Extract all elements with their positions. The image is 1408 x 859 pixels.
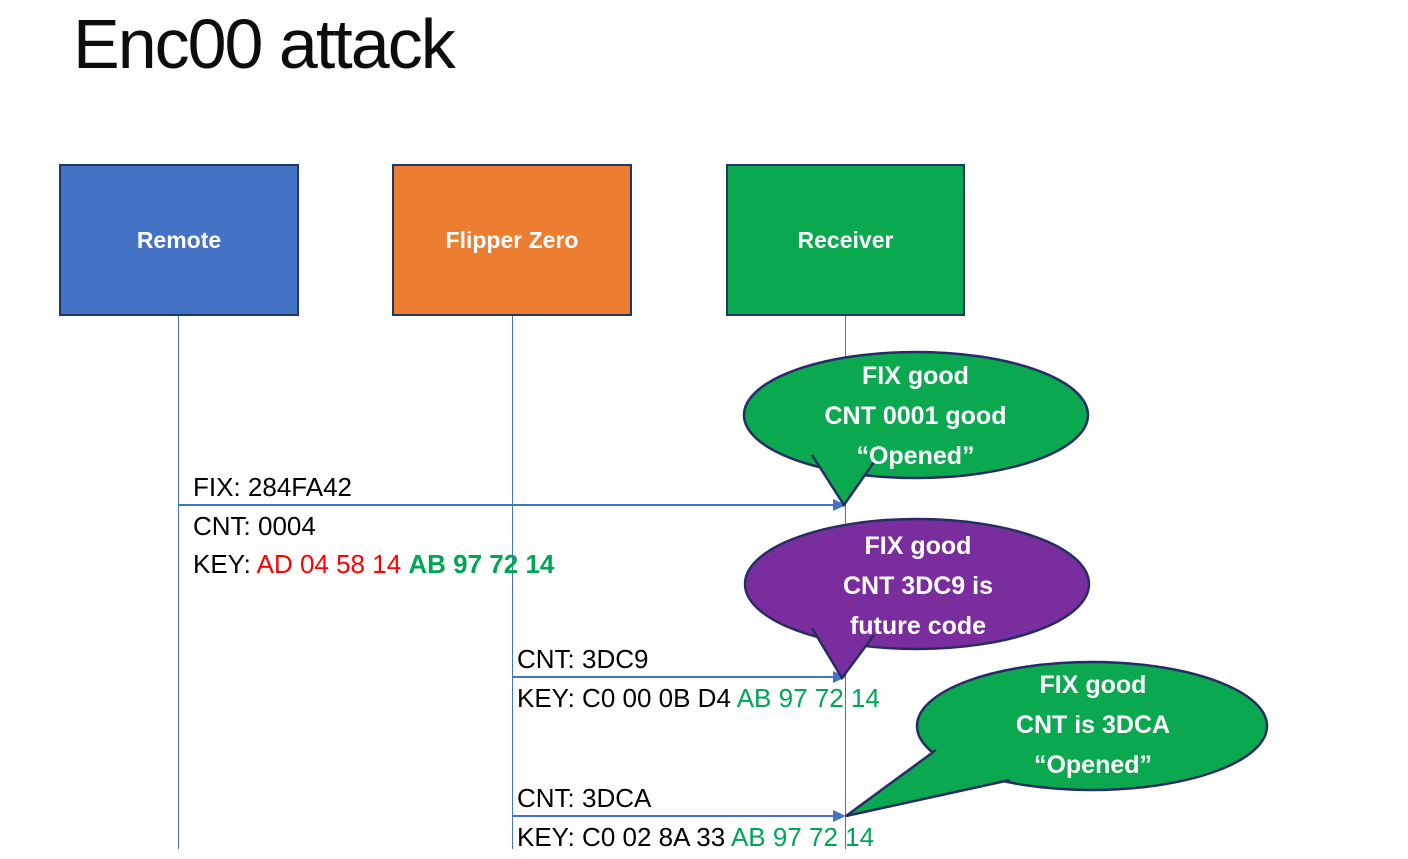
callout-1-line-2: CNT 0001 good [824, 402, 1007, 430]
callout-3-tail [845, 748, 1011, 818]
lifeline-flipper-zero [512, 316, 513, 849]
callout-2-line-3: future code [849, 612, 987, 640]
callout-3-bubble [845, 660, 1269, 818]
message-1-key-label: KEY: AD 04 58 14 AB 97 72 14 [193, 549, 554, 579]
message-3-cnt-label: CNT: 3DCA [517, 783, 652, 813]
message-2-key-black-bytes: C0 00 0B D4 [582, 683, 737, 713]
callout-3-line-3: “Opened” [1033, 751, 1153, 779]
message-2-key-green-bytes: AB 97 72 14 [736, 683, 880, 713]
callout-2-text: FIX good CNT 3DC9 is future code [753, 526, 1083, 646]
message-2-cnt-label: CNT: 3DC9 [517, 644, 649, 674]
callout-3-ellipse [915, 660, 1269, 792]
callout-3-line-2: CNT is 3DCA [1015, 711, 1171, 739]
callout-1-text: FIX good CNT 0001 good “Opened” [753, 356, 1078, 476]
message-1-cnt-label: CNT: 0004 [193, 511, 316, 541]
message-3-key-black-bytes: C0 02 8A 33 [582, 822, 731, 852]
message-1-fix-label: FIX: 284FA42 [193, 472, 352, 502]
message-3-key-label: KEY: C0 02 8A 33 AB 97 72 14 [517, 822, 874, 852]
message-2-key-label: KEY: C0 00 0B D4 AB 97 72 14 [517, 683, 880, 713]
callout-2-bubble [743, 517, 1091, 681]
message-1-key-prefix: KEY: [193, 549, 257, 579]
actor-box-flipper-zero: Flipper Zero [392, 164, 632, 316]
actor-label-receiver: Receiver [797, 226, 894, 253]
callout-1-tail [810, 454, 876, 508]
callout-2-line-2: CNT 3DC9 is [842, 572, 994, 600]
callout-1-ellipse [742, 350, 1090, 480]
message-3-key-prefix: KEY: [517, 822, 583, 852]
callout-1-line-3: “Opened” [856, 442, 975, 470]
actor-label-remote: Remote [136, 226, 222, 253]
actor-box-remote: Remote [59, 164, 299, 316]
callout-1-line-1: FIX good [862, 362, 969, 390]
page-title: Enc00 attack [73, 5, 456, 83]
callout-1-bubble [742, 350, 1090, 508]
callout-3-line-1: FIX good [1039, 671, 1147, 699]
message-3-arrowhead-icon [833, 810, 846, 822]
message-2-key-prefix: KEY: [517, 683, 583, 713]
message-1-key-red-bytes: AD 04 58 14 [256, 549, 409, 579]
callout-3-text: FIX good CNT is 3DCA “Opened” [928, 665, 1258, 785]
message-1-key-green-bytes: AB 97 72 14 [408, 549, 555, 579]
message-3-line [512, 815, 834, 817]
actor-box-receiver: Receiver [726, 164, 965, 316]
callout-2-line-1: FIX good [864, 532, 972, 560]
lifeline-remote [178, 316, 179, 849]
message-3-key-green-bytes: AB 97 72 14 [730, 822, 875, 852]
callout-2-ellipse [743, 517, 1091, 651]
message-1-line [178, 504, 834, 506]
callout-2-tail [810, 627, 876, 681]
actor-label-flipper-zero: Flipper Zero [445, 226, 579, 253]
message-2-line [512, 676, 834, 678]
